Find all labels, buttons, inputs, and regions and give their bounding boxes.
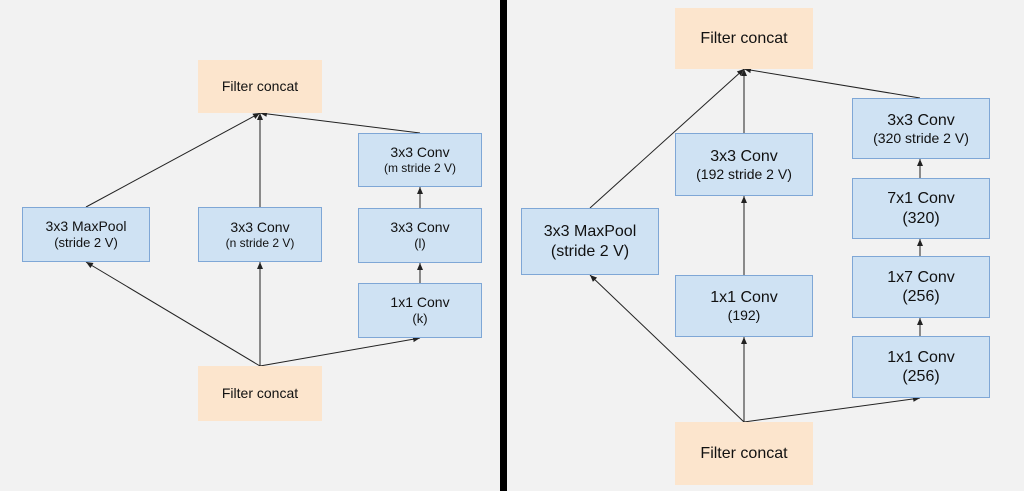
conv-k-node: 1x1 Conv (k) — [358, 283, 482, 338]
conv-k-title: 1x1 Conv — [390, 294, 450, 311]
conv-l-node: 3x3 Conv (l) — [358, 208, 482, 263]
conv-m-node: 3x3 Conv (m stride 2 V) — [358, 133, 482, 187]
maxpool-params: (stride 2 V) — [54, 235, 118, 251]
conv-m-title: 3x3 Conv — [390, 144, 450, 161]
conv-l-title: 3x3 Conv — [390, 219, 450, 236]
conv-1x7-title: 1x7 Conv — [887, 268, 955, 286]
top-filter-concat-label: Filter concat — [700, 29, 788, 47]
conv-l-params: (l) — [414, 236, 426, 252]
conv-n-params: (n stride 2 V) — [225, 235, 295, 250]
conv-1x1-192-node: 1x1 Conv (192) — [675, 275, 813, 337]
maxpool-params: (stride 2 V) — [550, 242, 630, 260]
top-filter-concat: Filter concat — [198, 60, 322, 113]
panel-divider — [500, 0, 507, 491]
maxpool-node: 3x3 MaxPool (stride 2 V) — [521, 208, 659, 275]
conv-7x1-node: 7x1 Conv (320) — [852, 178, 990, 239]
conv-1x7-params: (256) — [902, 288, 940, 305]
conv-1x1-192-params: (192) — [727, 307, 761, 324]
right-diagram-panel: Filter concat 3x3 MaxPool (stride 2 V) 3… — [507, 0, 1024, 491]
maxpool-node: 3x3 MaxPool (stride 2 V) — [22, 207, 150, 262]
conv-n-title: 3x3 Conv — [230, 218, 290, 235]
top-filter-concat-label: Filter concat — [221, 78, 299, 95]
maxpool-title: 3x3 MaxPool — [543, 223, 637, 241]
conv-1x7-node: 1x7 Conv (256) — [852, 256, 990, 318]
conv-3x3-320-node: 3x3 Conv (320 stride 2 V) — [852, 98, 990, 159]
conv-3x3-320-params: (320 stride 2 V) — [873, 129, 969, 146]
top-filter-concat: Filter concat — [675, 8, 813, 69]
conv-7x1-params: (320) — [902, 209, 940, 227]
bottom-filter-concat-label: Filter concat — [221, 385, 299, 402]
conv-1x1-256-title: 1x1 Conv — [887, 348, 955, 366]
conv-3x3-320-title: 3x3 Conv — [887, 111, 955, 129]
conv-k-params: (k) — [412, 311, 428, 327]
bottom-filter-concat: Filter concat — [198, 366, 322, 421]
conv-1x1-256-node: 1x1 Conv (256) — [852, 336, 990, 398]
conv-3x3-192-params: (192 stride 2 V) — [696, 165, 792, 182]
bottom-filter-concat-label: Filter concat — [700, 444, 788, 462]
conv-3x3-192-node: 3x3 Conv (192 stride 2 V) — [675, 133, 813, 196]
conv-m-params: (m stride 2 V) — [383, 161, 456, 176]
bottom-filter-concat: Filter concat — [675, 422, 813, 485]
conv-1x1-256-params: (256) — [902, 368, 940, 385]
conv-1x1-192-title: 1x1 Conv — [710, 289, 778, 306]
conv-7x1-title: 7x1 Conv — [887, 190, 955, 208]
left-diagram-panel: Filter concat 3x3 MaxPool (stride 2 V) 3… — [0, 0, 500, 491]
maxpool-title: 3x3 MaxPool — [45, 218, 127, 235]
conv-3x3-192-title: 3x3 Conv — [710, 147, 778, 165]
conv-n-node: 3x3 Conv (n stride 2 V) — [198, 207, 322, 262]
